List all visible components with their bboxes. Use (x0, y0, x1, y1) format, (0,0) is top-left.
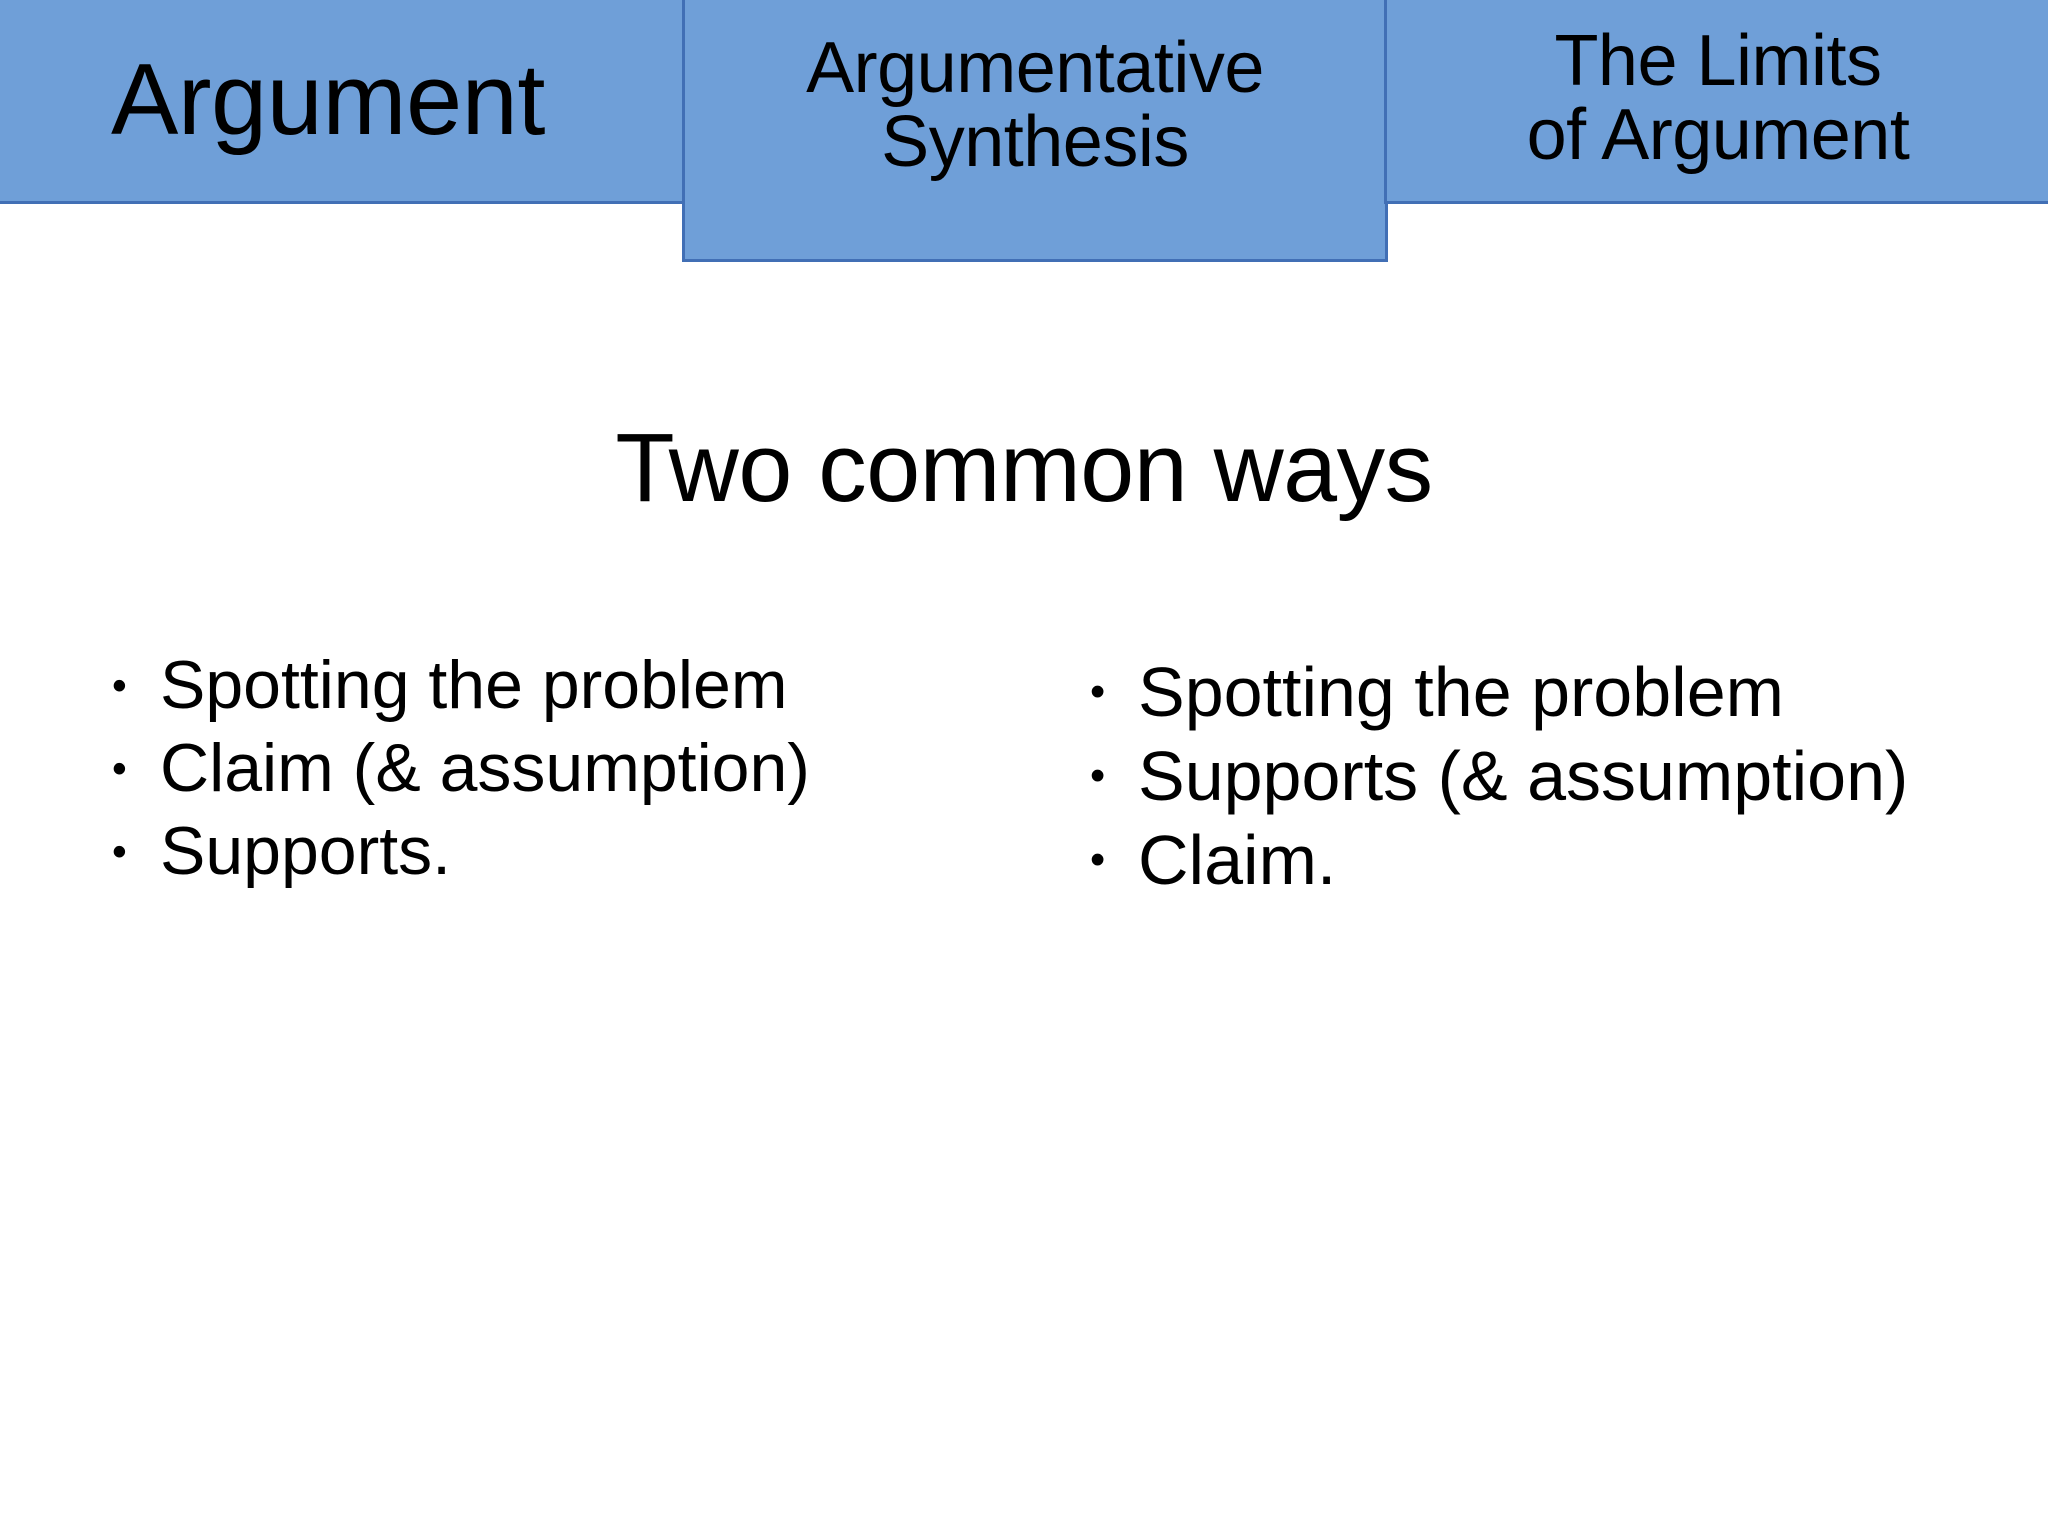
bullet-icon: • (1090, 752, 1106, 800)
tab-limits-of-argument[interactable]: The Limits of Argument (1384, 0, 2048, 204)
tab-bar: Argument Argumentative Synthesis The Lim… (0, 0, 2048, 270)
list-item-label: Supports (& assumption) (1138, 737, 1909, 815)
bullet-icon: • (1090, 668, 1106, 716)
tab-argument-line-1: Argument (111, 43, 545, 156)
bullet-icon: • (112, 662, 127, 709)
list-item-label: Supports. (160, 813, 452, 889)
tab-argumentative-synthesis[interactable]: Argumentative Synthesis (682, 0, 1388, 262)
list-item-label: Spotting the problem (1138, 653, 1784, 731)
list-item: • Claim (& assumption) (112, 727, 972, 810)
list-item-label: Claim. (1138, 821, 1337, 899)
bullet-list-right: • Spotting the problem • Supports (& ass… (1090, 650, 1990, 902)
bullet-icon: • (112, 828, 127, 875)
tab-argumentative-synthesis-line-1: Argumentative (806, 27, 1264, 108)
bullet-icon: • (1090, 836, 1106, 884)
list-item: • Spotting the problem (112, 644, 972, 727)
tab-limits-of-argument-line-1: The Limits (1554, 20, 1882, 101)
tab-limits-of-argument-label: The Limits of Argument (1527, 24, 1910, 172)
tab-limits-of-argument-line-2: of Argument (1526, 95, 1910, 175)
list-item: • Supports. (112, 810, 972, 893)
tab-argumentative-synthesis-line-2: Synthesis (881, 102, 1189, 182)
bullet-list-left: • Spotting the problem • Claim (& assump… (112, 644, 972, 893)
tab-argumentative-synthesis-label: Argumentative Synthesis (806, 31, 1264, 179)
list-item: • Supports (& assumption) (1090, 734, 1990, 818)
list-item-label: Spotting the problem (160, 647, 788, 723)
bullet-icon: • (112, 745, 127, 792)
tab-argument[interactable]: Argument (0, 0, 686, 204)
page-title: Two common ways (615, 413, 1433, 522)
list-item: • Spotting the problem (1090, 650, 1990, 734)
list-item: • Claim. (1090, 818, 1990, 902)
list-item-label: Claim (& assumption) (160, 730, 810, 806)
